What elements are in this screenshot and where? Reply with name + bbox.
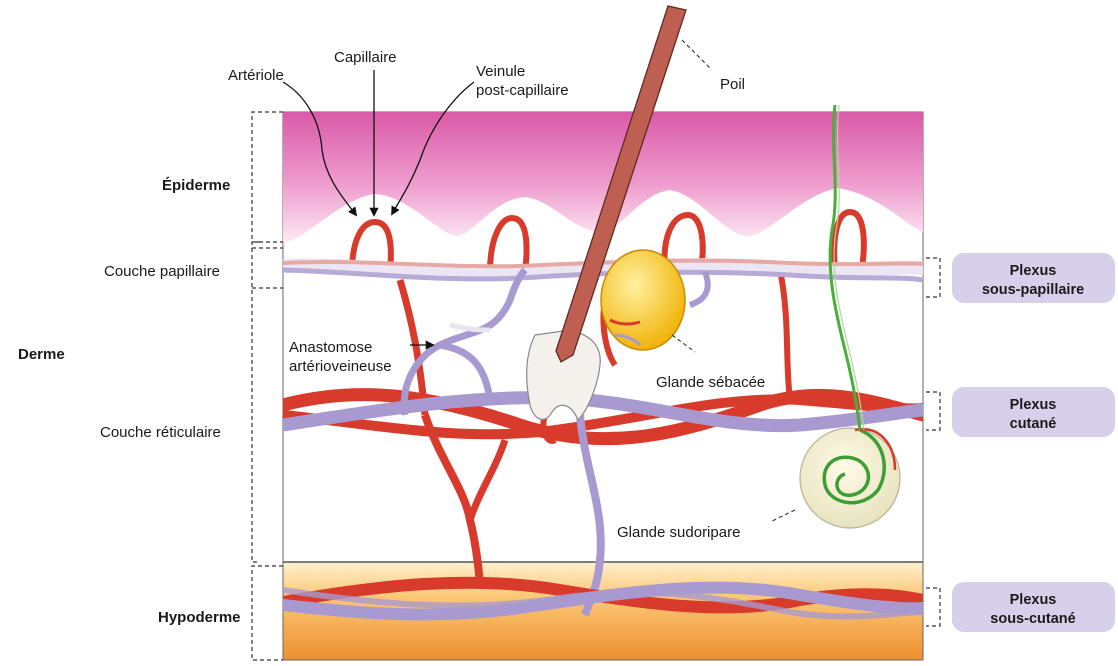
plexus-box-line2: sous-cutané — [990, 611, 1075, 627]
label-couche-papillaire: Couche papillaire — [104, 263, 220, 280]
right-brackets — [926, 258, 940, 626]
sweat-gland-body — [800, 428, 900, 528]
label-anastomose-line2: artérioveineuse — [289, 358, 392, 375]
label-derme: Derme — [18, 346, 65, 363]
plexus-box-sous-papillaire: Plexus sous-papillaire — [952, 253, 1115, 303]
skin-block — [283, 112, 923, 660]
epiderme-bracket — [252, 112, 283, 242]
label-anastomose-line1: Anastomose — [289, 339, 372, 356]
left-brackets — [252, 112, 283, 660]
plexus-box-line2: cutané — [1010, 416, 1057, 432]
hypoderme-bracket — [252, 566, 283, 660]
plexus-box-line1: Plexus — [1010, 592, 1057, 608]
plexus-box-line2: sous-papillaire — [982, 282, 1084, 298]
plexus-box-line1: Plexus — [1010, 263, 1057, 279]
derme-bracket — [252, 242, 260, 562]
plexus-sous-cutane-bracket — [926, 588, 940, 626]
label-couche-reticulaire: Couche réticulaire — [100, 424, 221, 441]
plexus-cutane-bracket — [926, 392, 940, 430]
label-arteriole: Artériole — [228, 67, 284, 84]
label-veinule-line1: Veinule — [476, 63, 525, 80]
plexus-sous-papillaire-bracket — [926, 258, 940, 297]
plexus-box-cutane: Plexus cutané — [952, 387, 1115, 437]
label-poil: Poil — [720, 76, 745, 93]
plexus-box-line1: Plexus — [1010, 397, 1057, 413]
label-glande-sudoripare: Glande sudoripare — [617, 524, 740, 541]
plexus-box-sous-cutane: Plexus sous-cutané — [952, 582, 1115, 632]
label-capillaire: Capillaire — [334, 49, 397, 66]
label-veinule-line2: post-capillaire — [476, 82, 569, 99]
poil-pointer — [682, 40, 710, 68]
label-epiderme: Épiderme — [162, 177, 230, 194]
label-hypoderme: Hypoderme — [158, 609, 241, 626]
label-glande-sebacee: Glande sébacée — [656, 374, 765, 391]
